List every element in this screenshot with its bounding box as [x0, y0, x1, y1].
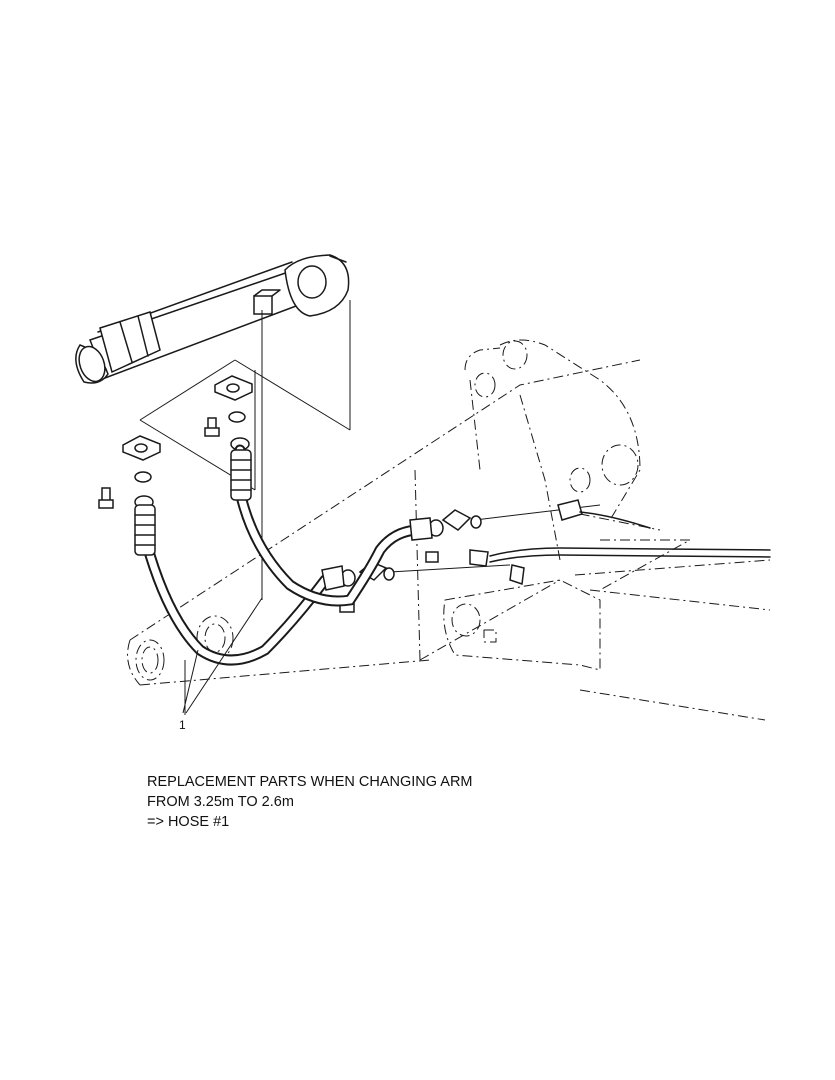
note-line-1: REPLACEMENT PARTS WHEN CHANGING ARM: [147, 774, 473, 790]
fittings-left: [98, 435, 161, 509]
note-line-3: => HOSE #1: [147, 814, 230, 830]
fittings-mid: [339, 499, 583, 613]
callout-number: 1: [179, 718, 186, 732]
hydraulic-cylinder: [75, 254, 350, 384]
hose-1-right: [230, 444, 433, 607]
callout-leaders: [182, 597, 263, 714]
note-line-2: FROM 3.25m TO 2.6m: [147, 794, 294, 810]
fittings-upper: [204, 375, 253, 451]
replacement-notes: REPLACEMENT PARTS WHEN CHANGING ARM FROM…: [147, 772, 473, 832]
hose-1-left: [134, 504, 345, 666]
rear-pipe: [489, 511, 771, 563]
